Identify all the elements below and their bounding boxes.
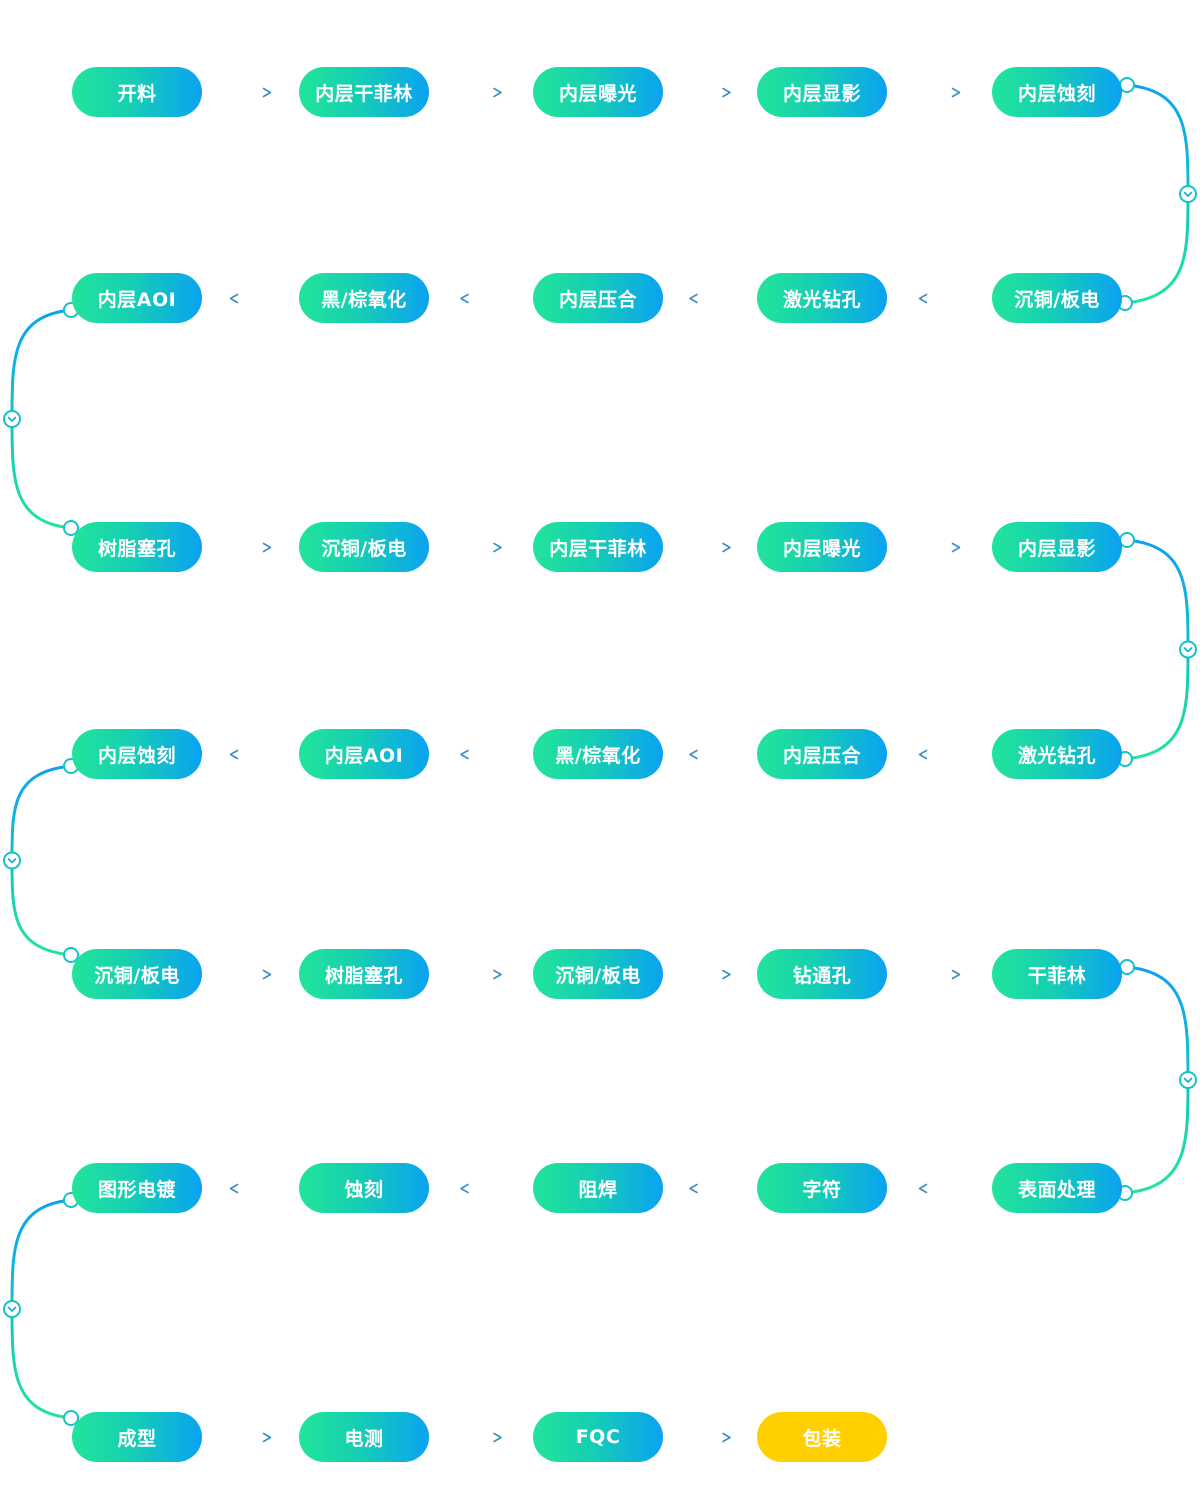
arrow-icon <box>919 542 961 553</box>
arrow-icon <box>230 542 272 553</box>
arrow-icon <box>919 87 961 98</box>
arrow-icon <box>918 293 960 304</box>
step-node: 内层蚀刻 <box>992 67 1122 117</box>
step-node: 内层显影 <box>992 522 1122 572</box>
step-node: 图形电镀 <box>72 1163 202 1213</box>
row-connector <box>1117 532 1197 767</box>
chevron-down-icon <box>1179 640 1197 659</box>
row-connector <box>3 758 79 963</box>
arrow-icon <box>918 749 960 760</box>
row-connector <box>1117 77 1197 311</box>
row-connector <box>3 1192 79 1426</box>
step-node: 树脂塞孔 <box>72 522 202 572</box>
chevron-down-icon <box>3 410 21 428</box>
connector-node-dot <box>63 520 79 536</box>
arrow-icon <box>460 1183 501 1194</box>
row-connector <box>3 302 79 536</box>
arrow-icon <box>689 1183 730 1194</box>
arrow-icon <box>229 293 271 304</box>
arrow-icon <box>229 1183 271 1194</box>
arrow-icon <box>461 1432 502 1443</box>
step-node: 沉铜/板电 <box>299 522 429 572</box>
step-node: 内层压合 <box>757 729 887 779</box>
step-node: 阻焊 <box>533 1163 663 1213</box>
arrow-icon <box>918 1183 960 1194</box>
arrow-icon <box>460 749 501 760</box>
step-node: 沉铜/板电 <box>533 949 663 999</box>
connector-node-dot <box>1119 77 1135 93</box>
arrow-icon <box>229 749 271 760</box>
arrow-icon <box>461 542 502 553</box>
step-node: 干菲林 <box>992 949 1122 999</box>
arrow-icon <box>690 969 731 980</box>
connector-node-dot <box>1119 532 1135 548</box>
chevron-down-icon <box>3 851 21 870</box>
arrow-icon <box>461 969 502 980</box>
step-node: 内层干菲林 <box>533 522 663 572</box>
step-node: FQC <box>533 1412 663 1462</box>
step-node: 蚀刻 <box>299 1163 429 1213</box>
arrow-icon <box>690 1432 731 1443</box>
arrow-icon <box>689 293 730 304</box>
step-node: 内层干菲林 <box>299 67 429 117</box>
step-node: 树脂塞孔 <box>299 949 429 999</box>
arrow-icon <box>689 749 730 760</box>
arrow-icon <box>230 87 272 98</box>
arrow-icon <box>461 87 502 98</box>
step-node: 内层AOI <box>72 273 202 323</box>
step-node: 开料 <box>72 67 202 117</box>
step-node: 黑/棕氧化 <box>299 273 429 323</box>
step-node: 内层压合 <box>533 273 663 323</box>
chevron-down-icon <box>3 1300 21 1318</box>
arrow-icon <box>690 87 731 98</box>
connector-node-dot <box>1119 959 1135 975</box>
step-node: 沉铜/板电 <box>992 273 1122 323</box>
step-node: 内层曝光 <box>757 522 887 572</box>
step-node: 内层曝光 <box>533 67 663 117</box>
step-node: 内层显影 <box>757 67 887 117</box>
arrow-icon <box>230 969 272 980</box>
step-node: 包装 <box>757 1412 887 1462</box>
row-connector <box>1117 959 1197 1201</box>
step-node: 黑/棕氧化 <box>533 729 663 779</box>
step-node: 成型 <box>72 1412 202 1462</box>
arrow-icon <box>919 969 961 980</box>
connector-node-dot <box>63 947 79 963</box>
chevron-down-icon <box>1179 185 1197 203</box>
arrow-icon <box>230 1432 272 1443</box>
step-node: 内层蚀刻 <box>72 729 202 779</box>
arrow-icon <box>690 542 731 553</box>
step-node: 表面处理 <box>992 1163 1122 1213</box>
step-node: 电测 <box>299 1412 429 1462</box>
chevron-down-icon <box>1179 1071 1197 1089</box>
step-node: 激光钻孔 <box>757 273 887 323</box>
step-node: 激光钻孔 <box>992 729 1122 779</box>
step-node: 钻通孔 <box>757 949 887 999</box>
arrow-icon <box>460 293 501 304</box>
step-node: 字符 <box>757 1163 887 1213</box>
step-node: 内层AOI <box>299 729 429 779</box>
step-node: 沉铜/板电 <box>72 949 202 999</box>
connector-node-dot <box>63 1410 79 1426</box>
